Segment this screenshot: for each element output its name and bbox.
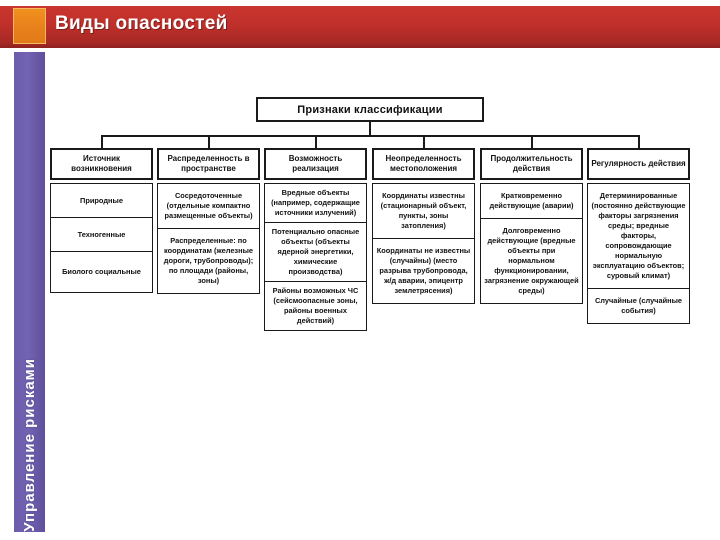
column-header-label: Регулярность действия xyxy=(591,159,686,168)
column-body-3: Вредные объекты (например, содержащие ис… xyxy=(264,183,367,331)
column-2-cell-2: Распределенные: по координатам (железные… xyxy=(158,229,259,293)
column-1-cell-3: Биолого социальные xyxy=(51,252,152,292)
diagram-column-3: Возможность реализация Вредные объекты (… xyxy=(264,148,367,331)
column-4-cell-1: Координаты известны (стационарный объект… xyxy=(373,184,474,239)
cell-label: Природные xyxy=(80,195,123,205)
column-header-3: Возможность реализация xyxy=(264,148,367,180)
cell-label: Долговременно действующие (вредные объек… xyxy=(484,225,579,295)
connector-drop-3 xyxy=(315,135,317,148)
column-6-cell-1: Детерминированные (постоянно действующие… xyxy=(588,184,689,289)
column-body-5: Кратковременно действующие (аварии) Долг… xyxy=(480,183,583,304)
column-body-2: Сосредоточенные (отдельные компактно раз… xyxy=(157,183,260,294)
diagram-column-6: Регулярность действия Детерминированные … xyxy=(587,148,690,324)
column-header-4: Неопределенность местоположения xyxy=(372,148,475,180)
column-header-5: Продолжительность действия xyxy=(480,148,583,180)
column-4-cell-2: Координаты не известны (случайны) (место… xyxy=(373,239,474,303)
diagram-column-2: Распределенность в пространстве Сосредот… xyxy=(157,148,260,294)
connector-drop-2 xyxy=(208,135,210,148)
diagram-root-label: Признаки классификации xyxy=(297,103,443,116)
connector-drop-4 xyxy=(423,135,425,148)
cell-label: Кратковременно действующие (аварии) xyxy=(489,191,574,210)
column-3-cell-1: Вредные объекты (например, содержащие ис… xyxy=(265,184,366,223)
diagram-column-4: Неопределенность местоположения Координа… xyxy=(372,148,475,304)
column-header-1: Источник возникновения xyxy=(50,148,153,180)
column-header-6: Регулярность действия xyxy=(587,148,690,180)
cell-label: Координаты не известны (случайны) (место… xyxy=(376,245,471,295)
page-title: Виды опасностей xyxy=(55,13,228,34)
cell-label: Потенциально опасные объекты (объекты яд… xyxy=(271,226,360,276)
cell-label: Случайные (случайные события) xyxy=(594,295,683,315)
column-body-4: Координаты известны (стационарный объект… xyxy=(372,183,475,304)
column-header-2: Распределенность в пространстве xyxy=(157,148,260,180)
column-1-cell-2: Техногенные xyxy=(51,218,152,252)
column-header-label: Возможность реализация xyxy=(288,154,343,173)
connector-drop-6 xyxy=(638,135,640,148)
column-header-label: Продолжительность действия xyxy=(490,154,573,173)
column-body-1: Природные Техногенные Биолого социальные xyxy=(50,183,153,293)
cell-label: Районы возможных ЧС (сейсмоопасные зоны,… xyxy=(272,285,359,325)
diagram-column-5: Продолжительность действия Кратковременн… xyxy=(480,148,583,304)
cell-label: Детерминированные (постоянно действующие… xyxy=(591,191,686,280)
diagram-root-box: Признаки классификации xyxy=(256,97,484,122)
connector-root-stem xyxy=(369,122,371,136)
column-2-cell-1: Сосредоточенные (отдельные компактно раз… xyxy=(158,184,259,229)
sidebar-strip xyxy=(14,52,45,532)
cell-label: Координаты известны (стационарный объект… xyxy=(380,191,467,230)
column-header-label: Распределенность в пространстве xyxy=(167,154,250,173)
column-body-6: Детерминированные (постоянно действующие… xyxy=(587,183,690,324)
diagram-column-1: Источник возникновения Природные Техноге… xyxy=(50,148,153,293)
column-header-label: Источник возникновения xyxy=(71,154,132,173)
column-5-cell-1: Кратковременно действующие (аварии) xyxy=(481,184,582,219)
connector-drop-1 xyxy=(101,135,103,148)
connector-drop-5 xyxy=(531,135,533,148)
column-5-cell-2: Долговременно действующие (вредные объек… xyxy=(481,219,582,303)
connector-horizontal-bus xyxy=(101,135,639,137)
column-6-cell-2: Случайные (случайные события) xyxy=(588,289,689,323)
slide-title-bar xyxy=(0,6,720,48)
column-header-label: Неопределенность местоположения xyxy=(385,154,462,173)
cell-label: Сосредоточенные (отдельные компактно раз… xyxy=(164,191,253,220)
column-3-cell-2: Потенциально опасные объекты (объекты яд… xyxy=(265,223,366,282)
classification-diagram: Признаки классификации Источник возникно… xyxy=(50,92,712,412)
cell-label: Техногенные xyxy=(77,229,126,239)
cell-label: Распределенные: по координатам (железные… xyxy=(163,235,254,285)
cell-label: Биолого социальные xyxy=(62,267,141,276)
column-1-cell-1: Природные xyxy=(51,184,152,218)
column-3-cell-3: Районы возможных ЧС (сейсмоопасные зоны,… xyxy=(265,282,366,330)
cell-label: Вредные объекты (например, содержащие ис… xyxy=(271,188,360,217)
accent-square-icon xyxy=(13,8,46,44)
